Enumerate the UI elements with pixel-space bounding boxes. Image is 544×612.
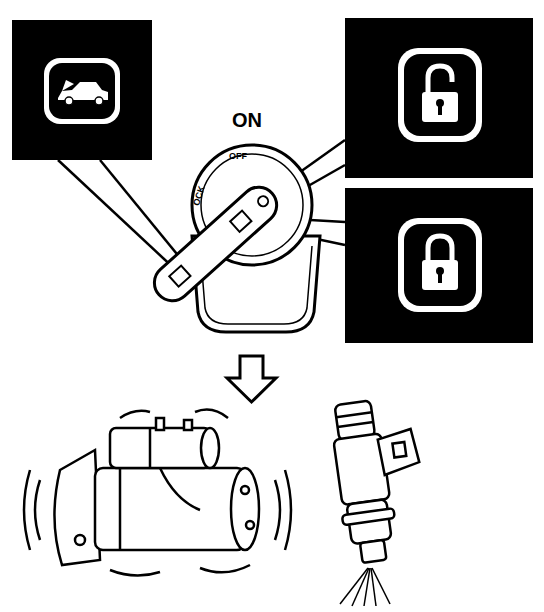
fuel-spray [340,568,390,606]
fuel-injector [327,395,432,565]
position-label: ON [232,110,262,130]
starter-motor [54,418,259,565]
unlock-callout [345,18,533,178]
trunk-callout [12,20,152,160]
lock-callout [345,188,533,343]
vibration-marks [24,410,291,576]
down-arrow [227,356,276,402]
position-label: OFF [229,152,247,161]
ignition-key [147,180,284,308]
